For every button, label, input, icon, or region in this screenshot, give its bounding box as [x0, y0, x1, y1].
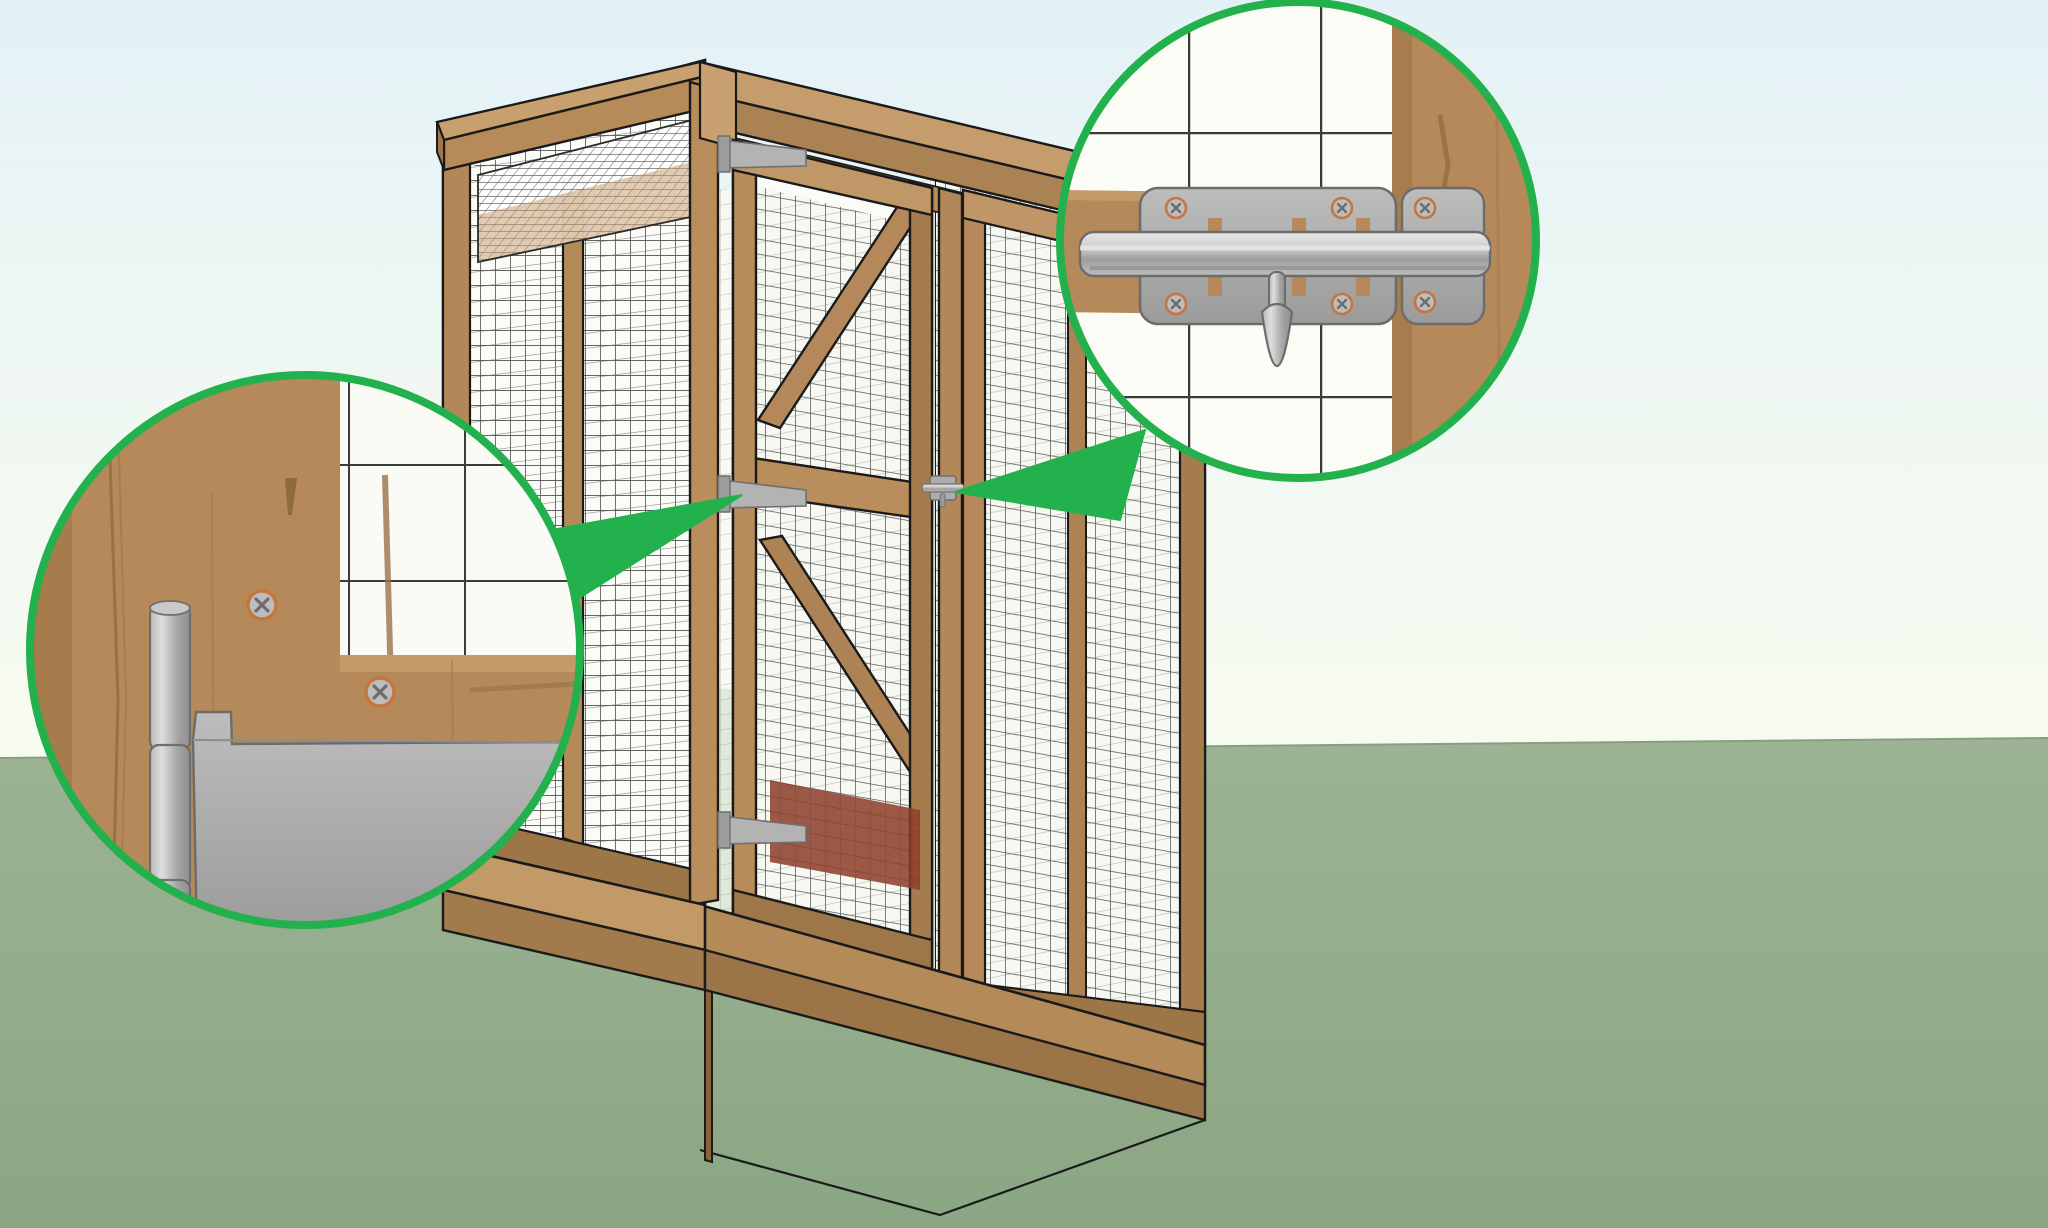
corner-post — [688, 60, 738, 907]
hinge-bottom-icon[interactable] — [717, 811, 807, 849]
door-right[interactable] — [937, 186, 964, 1003]
bolt-plate-screws — [1164, 196, 1354, 316]
run-structure — [435, 58, 1207, 1217]
hinge-top-icon[interactable] — [717, 135, 807, 173]
hinge-screw-1 — [246, 589, 278, 621]
structure-hardware[interactable] — [717, 135, 965, 849]
hinge-screw-2 — [364, 676, 396, 708]
base-rails — [441, 843, 1207, 1217]
door-pair[interactable] — [731, 138, 964, 1003]
door-left[interactable] — [731, 138, 934, 984]
bolt-drop-handle[interactable] — [1260, 271, 1294, 367]
bolt-latch-icon[interactable] — [921, 475, 965, 508]
bolt-callout-pointer — [954, 428, 1147, 522]
roof-mesh — [477, 116, 701, 264]
hinge-callout — [26, 371, 584, 929]
